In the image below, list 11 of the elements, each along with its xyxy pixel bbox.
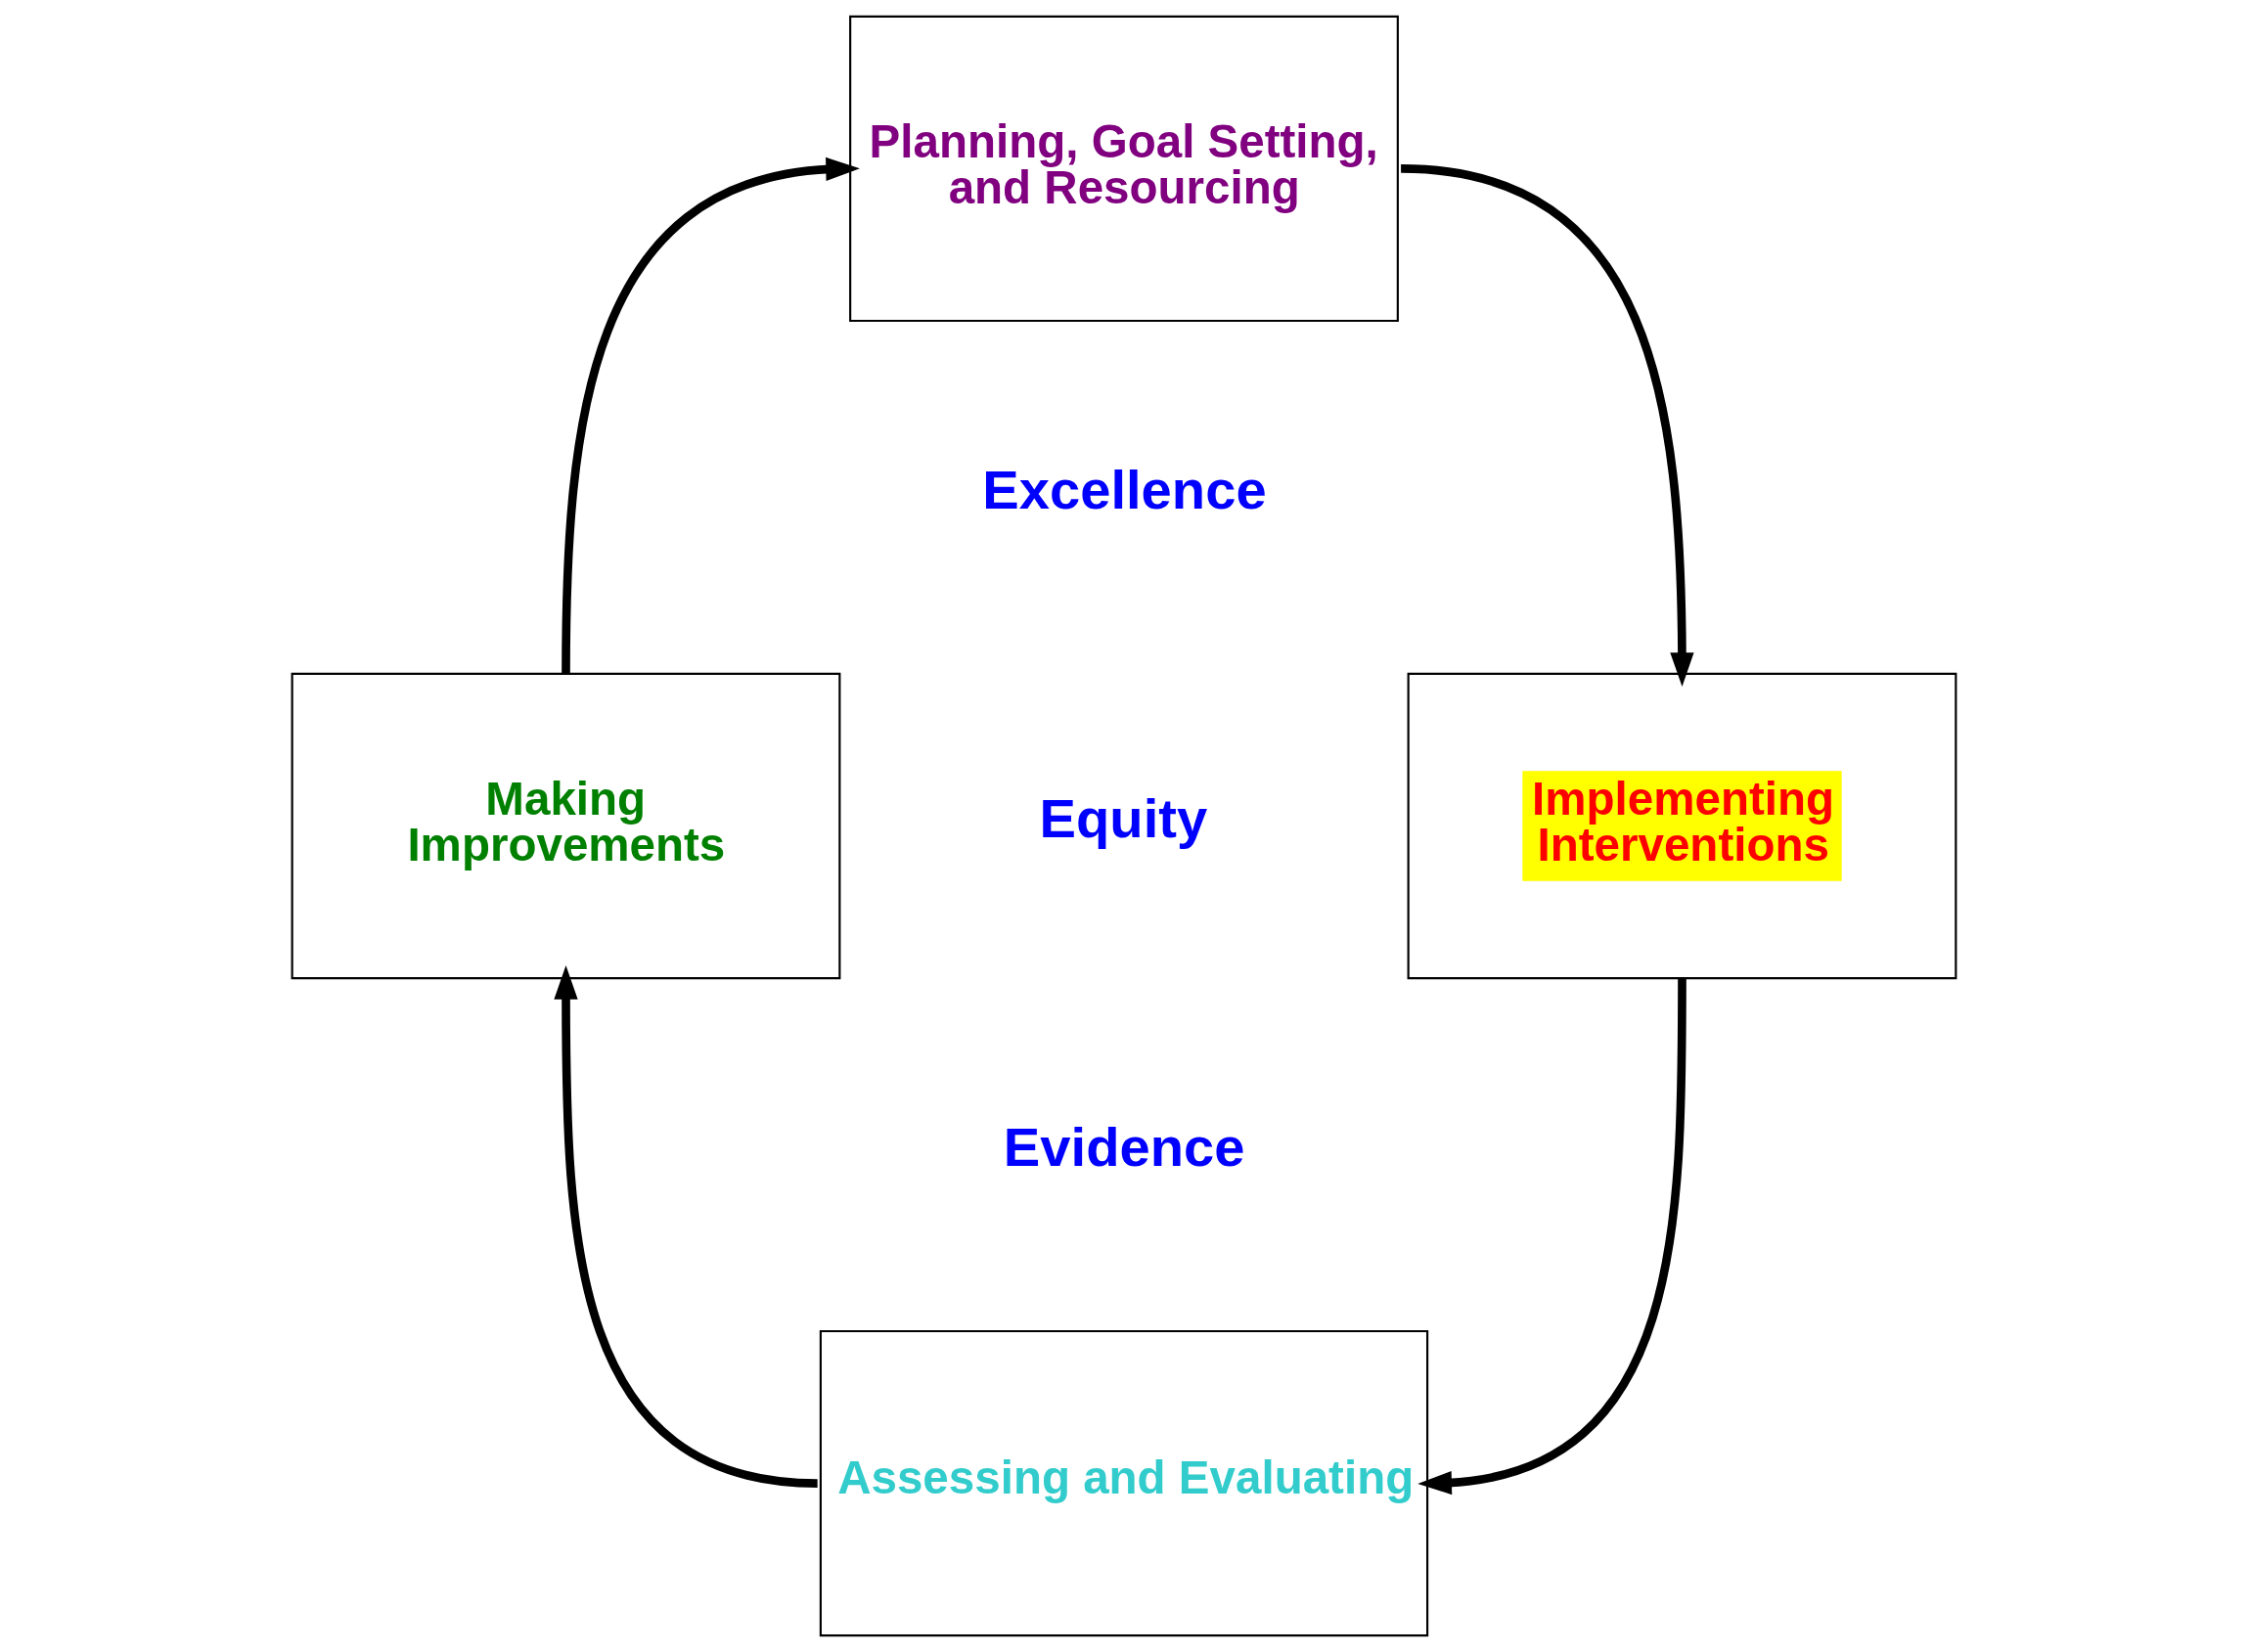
node-box: Implementing Interventions: [1407, 672, 1957, 980]
node-box: Planning, Goal Setting, and Resourcing: [849, 15, 1399, 323]
node-box: Making Improvements: [291, 672, 841, 980]
node-box: Assessing and Evaluating: [819, 1329, 1429, 1637]
label: Evidence: [1003, 1115, 1245, 1178]
arrow: [1417, 978, 1686, 1496]
arrow: [554, 965, 819, 1488]
label: Equity: [1039, 786, 1208, 849]
arrow: [1400, 164, 1694, 687]
label: Excellence: [982, 458, 1267, 520]
arrow: [562, 156, 860, 674]
